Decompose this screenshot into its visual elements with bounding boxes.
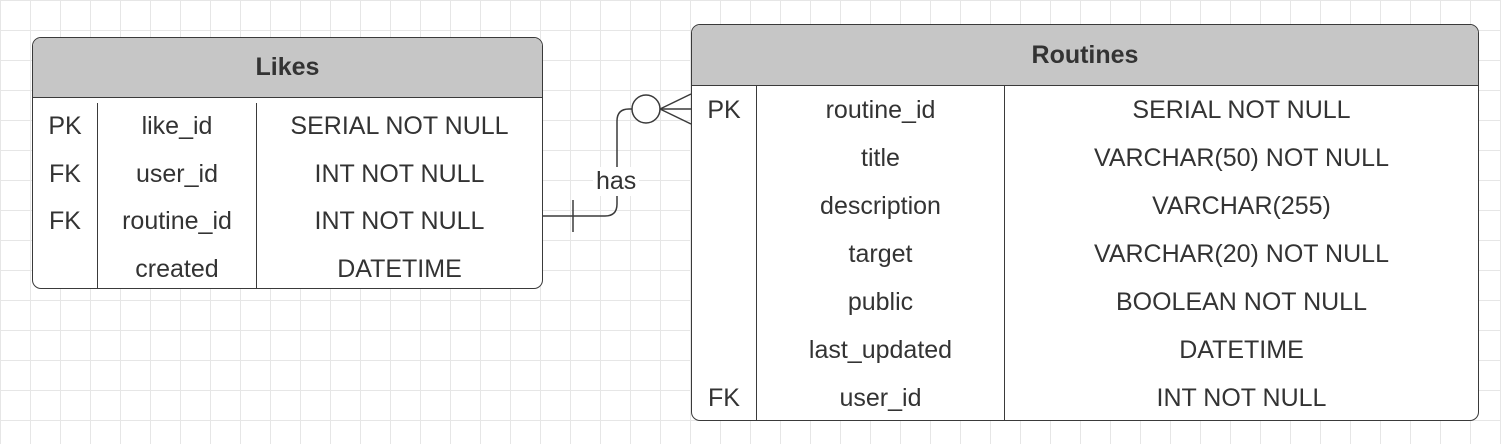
field-type-cell: SERIAL NOT NULL <box>1132 95 1351 124</box>
entity-body: PK FK routine_id title description targe… <box>692 86 1478 420</box>
zero-optional-marker <box>631 94 661 124</box>
connector-line <box>543 108 691 217</box>
field-type-cell: VARCHAR(255) <box>1152 191 1331 220</box>
crows-foot-upper <box>659 93 692 110</box>
field-name-cell: description <box>820 191 941 220</box>
field-type-cell: INT NOT NULL <box>1156 383 1327 412</box>
field-type-cell: BOOLEAN NOT NULL <box>1115 287 1367 316</box>
key-cell <box>692 182 756 230</box>
name-column: like_id user_id routine_id created <box>97 103 256 288</box>
crows-foot-lower <box>659 108 692 125</box>
field-type-cell: INT NOT NULL <box>314 159 485 188</box>
key-cell: FK <box>49 159 81 188</box>
field-name-cell: user_id <box>839 383 922 412</box>
entity-title: Routines <box>692 25 1478 86</box>
field-name-cell: like_id <box>141 112 213 141</box>
routines-entity[interactable]: Routines PK FK routine_id title descript… <box>691 24 1479 421</box>
key-cell: FK <box>708 383 740 412</box>
field-name-cell: last_updated <box>808 335 953 364</box>
likes-entity[interactable]: Likes PK FK FK like_id user_id routine_i… <box>32 37 543 289</box>
key-cell: PK <box>707 95 741 124</box>
key-cell <box>33 246 97 289</box>
entity-title: Likes <box>33 38 542 98</box>
field-name-cell: user_id <box>136 159 218 188</box>
key-cell <box>692 326 756 374</box>
field-name-cell: created <box>135 254 219 283</box>
key-cell: PK <box>48 112 82 141</box>
name-column: routine_id title description target publ… <box>756 86 1004 420</box>
key-cell <box>692 134 756 182</box>
field-name-cell: routine_id <box>122 207 232 236</box>
field-name-cell: title <box>861 143 900 172</box>
key-cell <box>692 278 756 326</box>
type-column: SERIAL NOT NULL INT NOT NULL INT NOT NUL… <box>256 103 542 288</box>
entity-body: PK FK FK like_id user_id routine_id crea… <box>33 98 542 289</box>
field-type-cell: INT NOT NULL <box>314 207 485 236</box>
field-type-cell: DATETIME <box>337 254 462 283</box>
key-cell <box>692 230 756 278</box>
relationship-label: has <box>593 167 640 196</box>
field-name-cell: routine_id <box>825 95 936 124</box>
field-name-cell: public <box>847 287 914 316</box>
field-type-cell: SERIAL NOT NULL <box>290 112 509 141</box>
key-cell: FK <box>49 207 81 236</box>
field-type-cell: DATETIME <box>1179 335 1304 364</box>
field-name-cell: target <box>848 239 913 268</box>
key-column: PK FK FK <box>33 103 97 289</box>
key-column: PK FK <box>692 86 756 420</box>
field-type-cell: VARCHAR(50) NOT NULL <box>1094 143 1389 172</box>
type-column: SERIAL NOT NULL VARCHAR(50) NOT NULL VAR… <box>1004 86 1478 420</box>
field-type-cell: VARCHAR(20) NOT NULL <box>1094 239 1389 268</box>
